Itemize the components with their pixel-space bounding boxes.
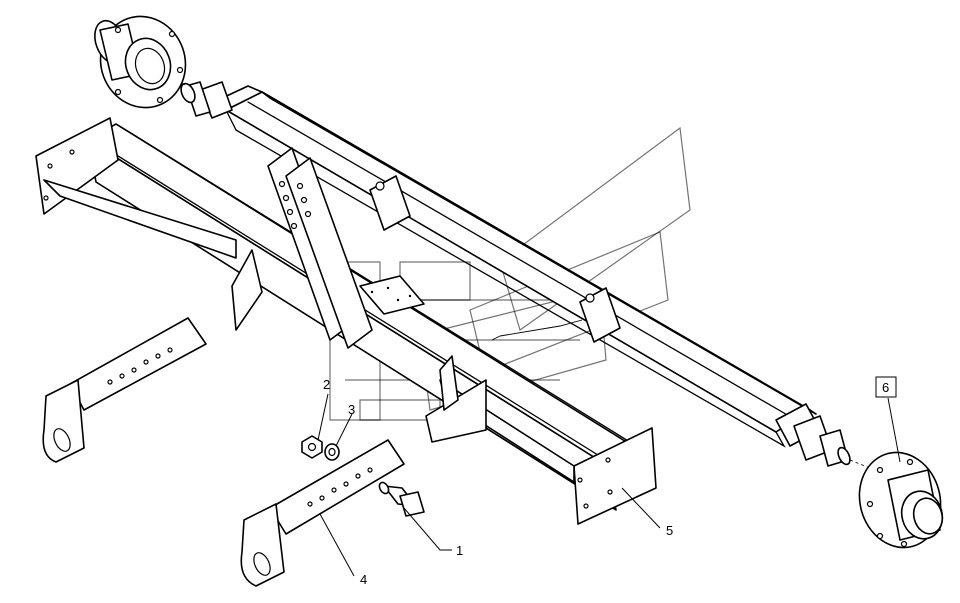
axle-saddles [369, 175, 621, 343]
callout-3: 3 [348, 402, 355, 417]
callout-4: 4 [360, 572, 367, 587]
callout-box-6 [875, 376, 897, 398]
beam-gussets [231, 249, 459, 411]
right-end-plate [425, 379, 657, 525]
callout-label-6: 6 [882, 380, 889, 395]
left-spindle [167, 71, 233, 119]
right-spindle [793, 415, 871, 469]
callout-leaders [317, 393, 901, 577]
callout-label-2: 2 [323, 377, 330, 392]
nut [301, 435, 323, 459]
hitch-plate-lower [240, 439, 405, 587]
hitch-plate-upper [42, 317, 207, 463]
washer [324, 443, 340, 461]
callout-label-5: 5 [666, 523, 673, 538]
left-wheel-hub [94, 15, 187, 109]
left-end-plate [35, 117, 237, 259]
callout-label-1: 1 [456, 543, 463, 558]
right-wheel-hub [858, 451, 944, 549]
axle-tube [217, 85, 821, 448]
callout-label-3: 3 [348, 402, 355, 417]
callout-6: 6 [875, 376, 897, 398]
bolt [378, 481, 425, 517]
callout-1: 1 [456, 543, 463, 558]
callout-2: 2 [323, 377, 330, 392]
center-mounting-bracket [267, 147, 425, 349]
callout-label-4: 4 [360, 572, 367, 587]
callout-5: 5 [666, 523, 673, 538]
